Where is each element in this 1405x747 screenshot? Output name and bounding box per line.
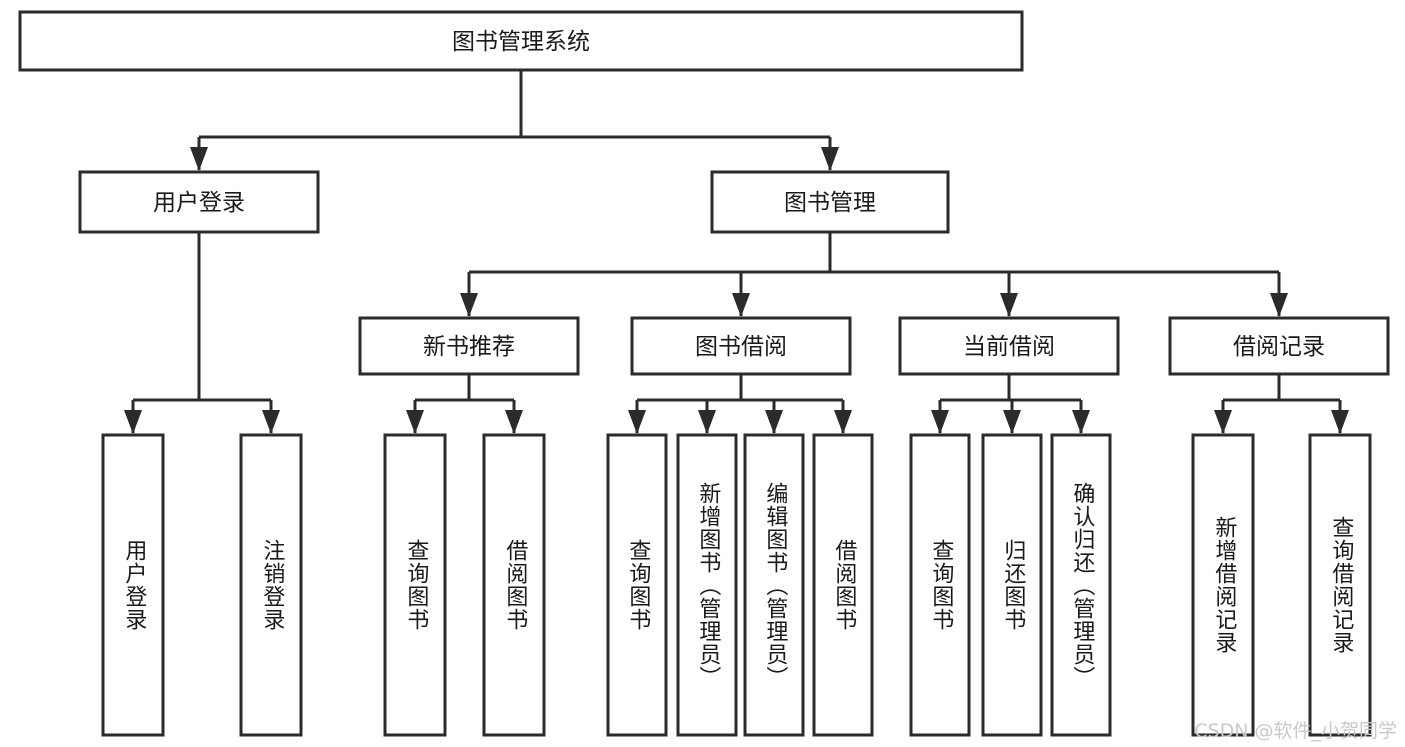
- arrow-head-icon: [931, 410, 949, 434]
- arrow-head-icon: [732, 293, 750, 317]
- arrow-head-icon: [406, 410, 424, 434]
- node-label-new-book-recommend: 新书推荐: [423, 334, 515, 360]
- arrow-head-icon: [1003, 410, 1021, 434]
- arrow-head-icon: [262, 410, 280, 434]
- watermark-text: CSDN @软件_小贺同学: [1194, 720, 1397, 742]
- arrow-head-icon: [1000, 293, 1018, 317]
- node-box-leaf-borrow-book-1: [482, 433, 546, 737]
- arrow-head-icon: [1331, 410, 1349, 434]
- node-label-book-borrow: 图书借阅: [695, 334, 787, 360]
- connector-layer: [124, 70, 1349, 434]
- node-box-leaf-query-book-2: [606, 433, 668, 737]
- node-box-layer: [18, 10, 1390, 737]
- node-box-leaf-user-login: [101, 433, 165, 737]
- node-box-leaf-return-book: [981, 433, 1043, 737]
- node-box-book-manage: [710, 170, 950, 234]
- node-box-leaf-query-book-3: [909, 433, 971, 737]
- node-box-leaf-borrow-book-2: [812, 433, 874, 737]
- node-label-current-borrow: 当前借阅: [963, 334, 1055, 360]
- arrow-head-icon: [698, 410, 716, 434]
- arrow-head-icon: [505, 410, 523, 434]
- arrow-head-icon: [1072, 410, 1090, 434]
- node-box-current-borrow: [898, 316, 1120, 376]
- node-label-root: 图书管理系统: [452, 29, 590, 55]
- arrow-head-icon: [1270, 293, 1288, 317]
- node-box-leaf-query-book-1: [383, 433, 447, 737]
- node-box-new-book-recommend: [358, 316, 580, 376]
- arrow-head-icon: [190, 147, 208, 171]
- arrow-head-icon: [1214, 410, 1232, 434]
- node-box-leaf-query-record: [1308, 433, 1372, 737]
- node-box-leaf-edit-book: [743, 433, 805, 737]
- arrow-head-icon: [124, 410, 142, 434]
- arrow-head-icon: [765, 410, 783, 434]
- node-box-root: [18, 10, 1024, 72]
- arrow-head-icon: [834, 410, 852, 434]
- node-label-borrow-record: 借阅记录: [1233, 334, 1325, 360]
- node-box-user-login: [78, 170, 320, 234]
- arrow-head-icon: [460, 293, 478, 317]
- node-box-book-borrow: [630, 316, 852, 376]
- arrow-head-icon: [628, 410, 646, 434]
- node-label-user-login: 用户登录: [153, 190, 245, 216]
- node-box-leaf-confirm-return: [1050, 433, 1112, 737]
- arrow-head-icon: [821, 147, 839, 171]
- node-label-book-manage: 图书管理: [784, 190, 876, 216]
- node-box-leaf-logout-login: [239, 433, 303, 737]
- node-box-leaf-add-record: [1191, 433, 1255, 737]
- node-box-borrow-record: [1168, 316, 1390, 376]
- node-box-leaf-add-book: [676, 433, 738, 737]
